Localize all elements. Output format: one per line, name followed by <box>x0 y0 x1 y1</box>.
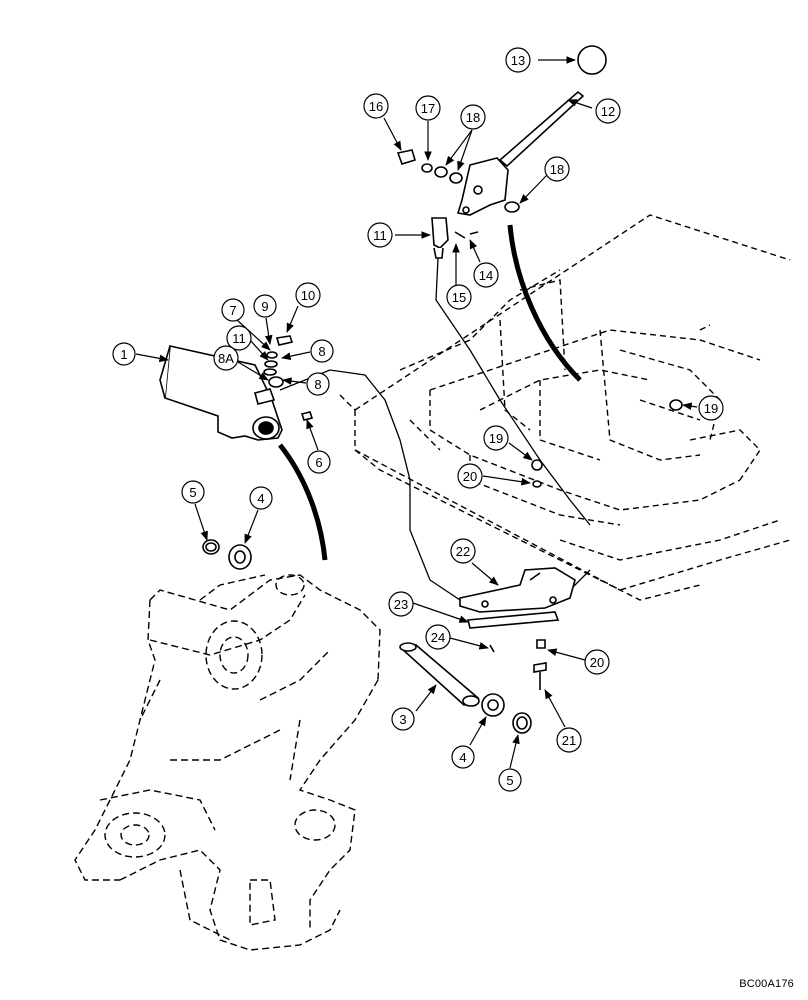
drawing-code: BC00A176 <box>739 978 794 990</box>
callout-label: 15 <box>452 290 466 305</box>
callout-11: 11 <box>367 222 393 248</box>
callout-label: 18 <box>466 110 480 125</box>
callout-label: 20 <box>590 655 604 670</box>
callout-10: 10 <box>295 282 321 308</box>
callout-label: 12 <box>601 104 615 119</box>
callout-16: 16 <box>363 93 389 119</box>
callout-label: 19 <box>704 401 718 416</box>
callout-label: 5 <box>189 485 196 500</box>
callout-8: 8 <box>310 339 334 363</box>
callout-11: 11 <box>226 325 252 351</box>
callout-19: 19 <box>483 425 509 451</box>
callout-label: 6 <box>315 455 322 470</box>
callout-5: 5 <box>181 480 205 504</box>
callout-label: 8A <box>218 351 234 366</box>
callout-label: 22 <box>456 544 470 559</box>
callout-leaders <box>135 56 698 769</box>
callout-23: 23 <box>388 591 414 617</box>
callout-label: 21 <box>562 733 576 748</box>
callout-label: 20 <box>463 469 477 484</box>
callout-13: 13 <box>505 47 531 73</box>
callout-6: 6 <box>307 450 331 474</box>
callout-8a: 8A <box>213 345 239 371</box>
callout-label: 18 <box>550 162 564 177</box>
callout-20: 20 <box>457 463 483 489</box>
callout-4: 4 <box>249 486 273 510</box>
callout-label: 11 <box>232 331 246 346</box>
callout-label: 10 <box>301 288 315 303</box>
callout-20: 20 <box>584 649 610 675</box>
callout-label: 4 <box>459 750 466 765</box>
callout-label: 19 <box>489 431 503 446</box>
callout-18: 18 <box>544 156 570 182</box>
callout-label: 1 <box>120 347 127 362</box>
callout-label: 4 <box>257 491 264 506</box>
callout-22: 22 <box>450 538 476 564</box>
callout-15: 15 <box>446 284 472 310</box>
callout-17: 17 <box>415 95 441 121</box>
callout-19: 19 <box>698 395 724 421</box>
callout-9: 9 <box>253 294 277 318</box>
callout-12: 12 <box>595 98 621 124</box>
callout-3: 3 <box>391 707 415 731</box>
callout-7: 7 <box>221 298 245 322</box>
callout-18: 18 <box>460 104 486 130</box>
callout-label: 24 <box>431 630 445 645</box>
callout-14: 14 <box>473 262 499 288</box>
callout-label: 8 <box>314 377 321 392</box>
callout-label: 14 <box>479 268 493 283</box>
callout-label: 5 <box>506 773 513 788</box>
callout-label: 11 <box>373 228 387 243</box>
callout-label: 13 <box>511 53 525 68</box>
callout-8: 8 <box>306 372 330 396</box>
machine-frame <box>339 214 791 601</box>
callout-24: 24 <box>425 624 451 650</box>
callout-5: 5 <box>498 768 522 792</box>
boom-mount <box>74 574 381 951</box>
callout-21: 21 <box>556 727 582 753</box>
callout-label: 8 <box>318 344 325 359</box>
callout-4: 4 <box>451 745 475 769</box>
callout-label: 23 <box>394 597 408 612</box>
callout-label: 16 <box>369 99 383 114</box>
callout-label: 7 <box>229 303 236 318</box>
callout-label: 9 <box>261 299 268 314</box>
callout-label: 17 <box>421 101 435 116</box>
parts <box>159 45 683 734</box>
callout-1: 1 <box>112 342 136 366</box>
callout-label: 3 <box>399 712 406 727</box>
